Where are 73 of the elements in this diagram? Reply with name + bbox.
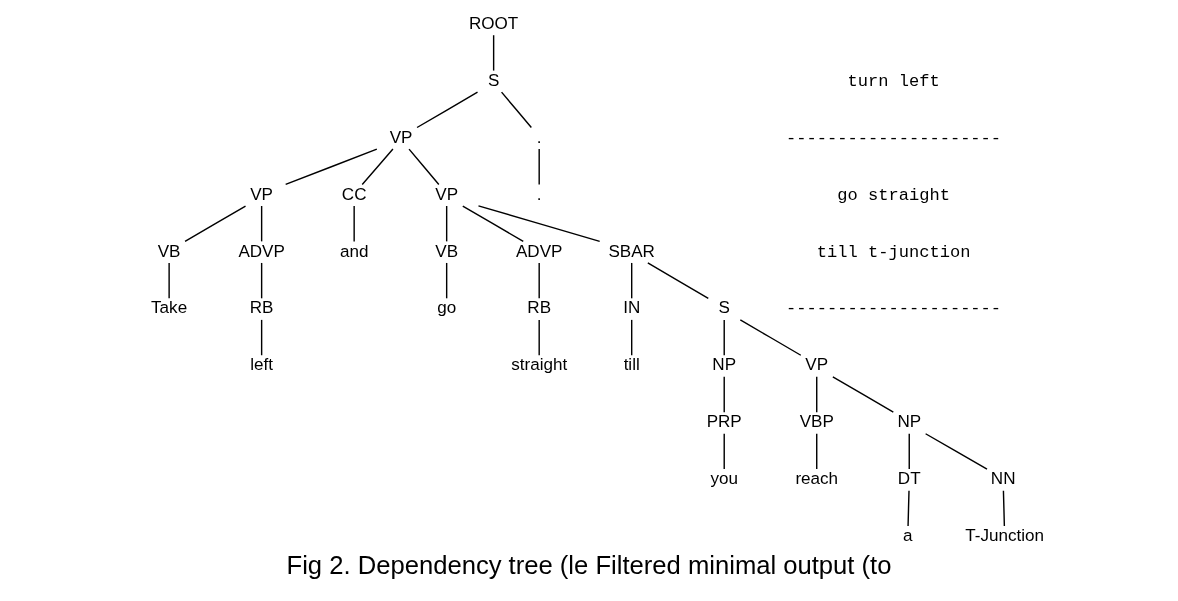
label: ---------------------: [786, 128, 1002, 148]
connector: [284, 148, 378, 186]
node-text: left: [250, 355, 274, 375]
connector: [353, 205, 355, 243]
node-text: CC: [341, 184, 367, 204]
node-text: S: [487, 70, 500, 90]
node-text: VP: [250, 184, 274, 204]
connector: [462, 205, 524, 243]
node-text: a: [903, 526, 913, 546]
node-text: NP: [712, 355, 737, 375]
connector: [631, 262, 633, 299]
node-text: VP: [435, 184, 459, 204]
connector: [723, 433, 725, 470]
node-text: S: [718, 298, 730, 318]
connector: [1002, 489, 1006, 527]
connector: [184, 205, 247, 243]
node-text: RB: [527, 298, 552, 318]
node-text: NN: [990, 469, 1016, 489]
node-text: .: [536, 127, 542, 147]
connector: [361, 148, 394, 186]
node-text: NP: [897, 412, 922, 432]
node-text: VB: [435, 241, 459, 261]
node-text: straight: [511, 355, 568, 375]
connector: [492, 34, 495, 72]
connector: [416, 91, 479, 129]
node-text: VP: [805, 355, 829, 375]
connector: [538, 262, 540, 299]
node-text: DT: [897, 469, 921, 489]
connector: [908, 433, 910, 470]
node-text: reach: [795, 469, 839, 489]
node-text: SBAR: [608, 241, 655, 261]
node-text: ROOT: [468, 13, 519, 33]
node-text: Take: [151, 298, 188, 318]
connector: [538, 319, 540, 356]
label: go straight: [837, 185, 950, 205]
node-text: VBP: [799, 412, 834, 432]
node-text: PRP: [706, 412, 742, 432]
node-text: .: [536, 184, 542, 204]
node-text: you: [710, 469, 738, 489]
connector: [477, 205, 601, 243]
node-text: ADVP: [238, 241, 285, 261]
connector: [816, 433, 818, 470]
connector: [168, 262, 170, 299]
label: ---------------------: [786, 299, 1002, 319]
node-text: and: [339, 241, 369, 261]
connector: [907, 489, 910, 527]
caption: Fig 2. Dependency tree (le Filtered minimal output (to: [286, 550, 892, 579]
node-text: go: [437, 298, 457, 318]
connector: [924, 433, 988, 470]
connector: [832, 376, 895, 413]
label: turn left: [847, 71, 940, 91]
node-text: VB: [157, 241, 181, 261]
connector: [816, 376, 818, 413]
connector: [445, 262, 448, 299]
node-text: IN: [623, 298, 641, 318]
label: till t-junction: [816, 242, 971, 262]
connector: [723, 376, 725, 413]
connector: [500, 91, 533, 129]
connector: [445, 205, 448, 243]
connector: [647, 262, 709, 299]
connector: [260, 205, 263, 243]
node-text: till: [623, 355, 640, 375]
connector: [260, 319, 263, 356]
connector: [260, 262, 263, 299]
connector: [408, 148, 440, 186]
connector: [723, 319, 725, 356]
node-text: VP: [389, 127, 413, 147]
connector: [739, 319, 802, 356]
node-text: T-Junction: [965, 526, 1044, 546]
connector: [538, 148, 540, 186]
node-text: ADVP: [515, 241, 563, 261]
connector: [631, 319, 633, 356]
node-text: RB: [249, 298, 274, 318]
